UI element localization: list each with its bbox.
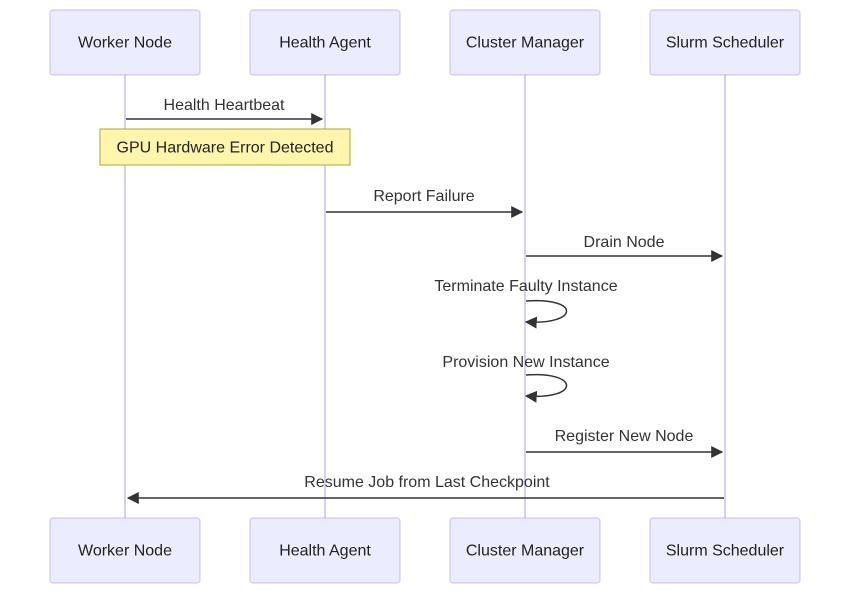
actor-worker-node-top: Worker Node: [49, 9, 201, 76]
actor-cluster-manager-top: Cluster Manager: [449, 9, 601, 76]
self-loop-arrow: [524, 373, 568, 403]
message-label: Drain Node: [584, 234, 665, 251]
message-resume-job: Resume Job from Last Checkpoint: [126, 474, 724, 504]
message-health-heartbeat: Health Heartbeat: [126, 97, 324, 125]
message-label: Provision New Instance: [442, 354, 609, 371]
message-label: Health Heartbeat: [164, 97, 286, 114]
actor-label: Worker Node: [78, 543, 172, 560]
actor-health-agent-top: Health Agent: [249, 9, 401, 76]
actor-slurm-scheduler-top: Slurm Scheduler: [649, 9, 801, 76]
message-terminate-faulty-instance: Terminate Faulty Instance: [434, 278, 618, 329]
actor-label: Cluster Manager: [466, 35, 585, 52]
actor-label: Worker Node: [78, 35, 172, 52]
message-register-new-node: Register New Node: [526, 428, 724, 458]
message-provision-new-instance: Provision New Instance: [442, 354, 610, 403]
message-label: Report Failure: [373, 188, 474, 205]
actor-label: Slurm Scheduler: [666, 35, 785, 52]
note-gpu-error: GPU Hardware Error Detected: [99, 128, 351, 166]
actor-label: Health Agent: [279, 35, 371, 52]
message-label: Terminate Faulty Instance: [434, 278, 617, 295]
actor-cluster-manager-bottom: Cluster Manager: [449, 517, 601, 584]
message-drain-node: Drain Node: [526, 234, 724, 262]
note-label: GPU Hardware Error Detected: [117, 140, 334, 157]
actor-slurm-scheduler-bottom: Slurm Scheduler: [649, 517, 801, 584]
actor-label: Cluster Manager: [466, 543, 585, 560]
actor-health-agent-bottom: Health Agent: [249, 517, 401, 584]
actor-worker-node-bottom: Worker Node: [49, 517, 201, 584]
actor-label: Slurm Scheduler: [666, 543, 785, 560]
self-loop-arrow: [524, 299, 568, 329]
message-label: Resume Job from Last Checkpoint: [304, 474, 550, 491]
message-report-failure: Report Failure: [326, 188, 524, 218]
message-label: Register New Node: [555, 428, 694, 445]
actor-label: Health Agent: [279, 543, 371, 560]
